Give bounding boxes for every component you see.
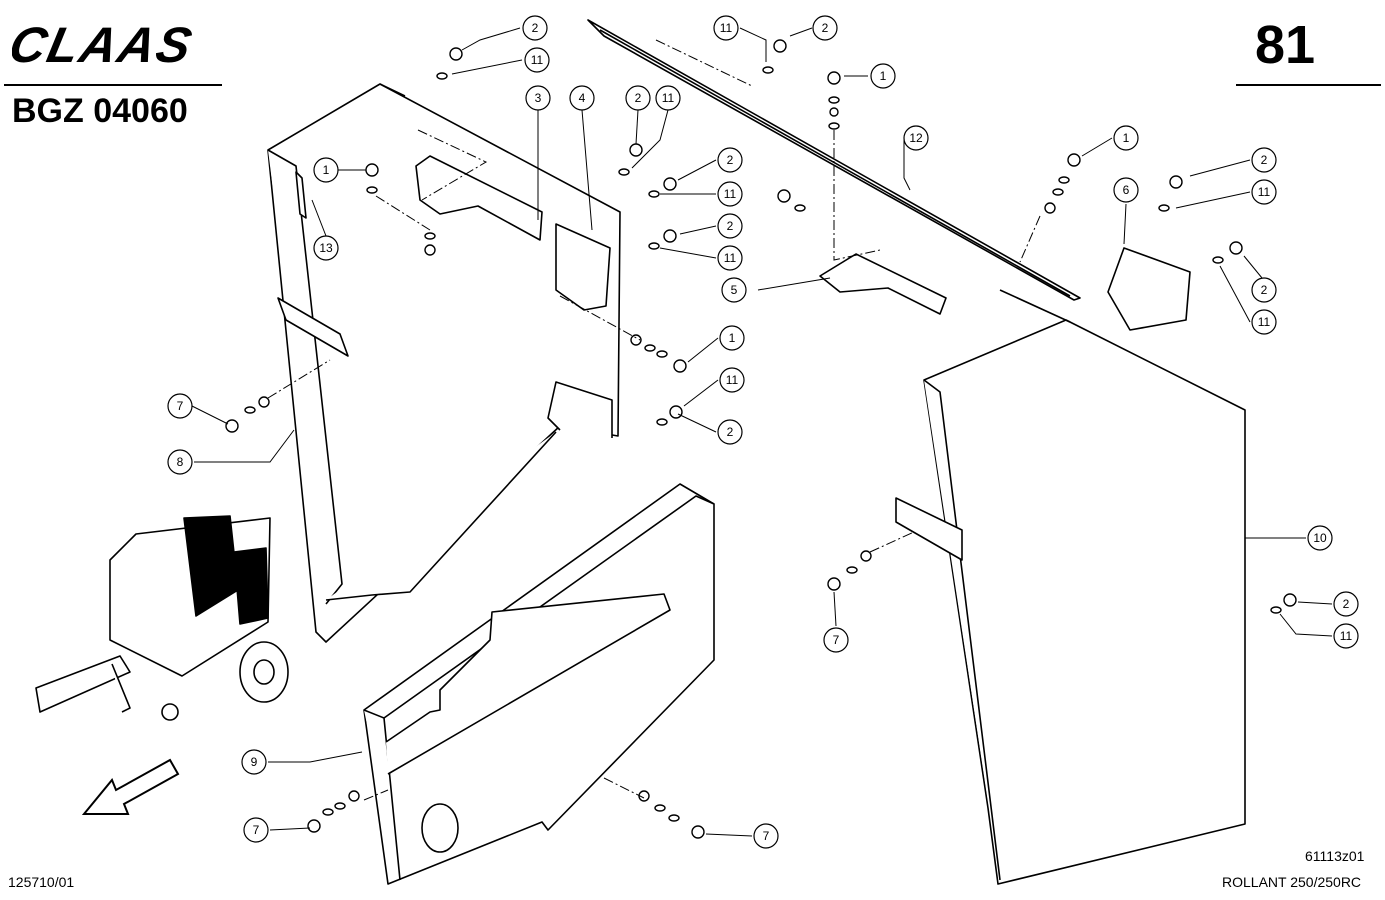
callout-1: 1: [1113, 125, 1139, 151]
sheet-number: 125710/01: [8, 874, 75, 890]
callout-11: 11: [655, 85, 681, 111]
svg-text:11: 11: [531, 53, 544, 67]
page-number: 81: [1255, 15, 1316, 75]
svg-text:11: 11: [662, 91, 675, 105]
callout-11: 11: [1333, 623, 1359, 649]
header-rule-left: [4, 84, 222, 86]
svg-text:11: 11: [726, 373, 739, 387]
svg-text:1: 1: [1123, 131, 1130, 145]
svg-text:1: 1: [323, 163, 330, 177]
direction-arrow: [81, 758, 180, 815]
svg-text:11: 11: [1258, 185, 1271, 199]
callout-2: 2: [522, 15, 548, 41]
callout-11: 11: [524, 47, 550, 73]
callout-8: 8: [167, 449, 193, 475]
svg-text:2: 2: [1261, 153, 1268, 167]
baler-thumbnail: [35, 515, 289, 721]
callouts: 2 11 3 4 2 11 2 11 2 11 1 13 11 2 1 12 5…: [167, 15, 1359, 849]
svg-text:7: 7: [177, 399, 184, 413]
callout-2: 2: [625, 85, 651, 111]
callout-4: 4: [569, 85, 595, 111]
callout-2: 2: [717, 419, 743, 445]
bracket-center: [819, 253, 947, 315]
callout-2: 2: [717, 213, 743, 239]
bracket-upper: [415, 155, 543, 241]
center-lines: [267, 39, 1041, 801]
svg-text:7: 7: [833, 633, 840, 647]
svg-text:11: 11: [724, 187, 737, 201]
callout-9: 9: [241, 749, 267, 775]
svg-text:2: 2: [727, 219, 734, 233]
callout-11: 11: [717, 245, 743, 271]
callout-2: 2: [717, 147, 743, 173]
callout-2: 2: [1333, 591, 1359, 617]
svg-text:6: 6: [1123, 183, 1130, 197]
svg-text:7: 7: [253, 823, 260, 837]
svg-text:2: 2: [822, 21, 829, 35]
callout-2: 2: [812, 15, 838, 41]
callout-2: 2: [1251, 277, 1277, 303]
callout-11: 11: [713, 15, 739, 41]
panel-lower: [363, 483, 715, 885]
claas-logo: CLAAS: [12, 18, 198, 70]
callout-11: 11: [717, 181, 743, 207]
model-name: ROLLANT 250/250RC: [1222, 874, 1362, 890]
drawing-reference: 61113z01: [1305, 848, 1365, 864]
svg-text:2: 2: [1261, 283, 1268, 297]
callout-7: 7: [823, 627, 849, 653]
callout-7: 7: [753, 823, 779, 849]
svg-text:2: 2: [532, 21, 539, 35]
callout-13: 13: [313, 235, 339, 261]
callout-1: 1: [313, 157, 339, 183]
document-code: BGZ 04060: [12, 92, 188, 130]
callout-7: 7: [167, 393, 193, 419]
svg-text:11: 11: [1258, 315, 1271, 329]
svg-text:10: 10: [1313, 531, 1327, 545]
callout-11: 11: [1251, 179, 1277, 205]
svg-text:1: 1: [729, 331, 736, 345]
callout-10: 10: [1307, 525, 1333, 551]
svg-text:3: 3: [535, 91, 542, 105]
callout-2: 2: [1251, 147, 1277, 173]
svg-text:9: 9: [251, 755, 258, 769]
svg-text:8: 8: [177, 455, 184, 469]
callout-12: 12: [903, 125, 929, 151]
callout-11: 11: [719, 367, 745, 393]
svg-text:2: 2: [1343, 597, 1350, 611]
callout-1: 1: [719, 325, 745, 351]
svg-text:2: 2: [727, 153, 734, 167]
svg-text:11: 11: [720, 21, 733, 35]
svg-text:1: 1: [880, 69, 887, 83]
svg-text:4: 4: [579, 91, 586, 105]
svg-text:2: 2: [635, 91, 642, 105]
claas-logo-text: CLAAS: [12, 18, 198, 70]
svg-text:11: 11: [724, 251, 737, 265]
callout-7: 7: [243, 817, 269, 843]
callout-11: 11: [1251, 309, 1277, 335]
leader-lines: [191, 27, 1333, 837]
svg-text:2: 2: [727, 425, 734, 439]
callout-1: 1: [870, 63, 896, 89]
svg-text:5: 5: [731, 283, 738, 297]
strip-long: [587, 19, 1081, 301]
callout-5: 5: [721, 277, 747, 303]
svg-text:13: 13: [319, 241, 333, 255]
mounting-plate: [555, 223, 611, 311]
svg-text:12: 12: [909, 131, 923, 145]
bracket-right: [1107, 247, 1191, 331]
panel-right: [895, 289, 1246, 885]
callout-6: 6: [1113, 177, 1139, 203]
svg-text:11: 11: [1340, 629, 1353, 643]
callout-3: 3: [525, 85, 551, 111]
svg-text:7: 7: [763, 829, 770, 843]
header-rule-right: [1236, 84, 1381, 86]
